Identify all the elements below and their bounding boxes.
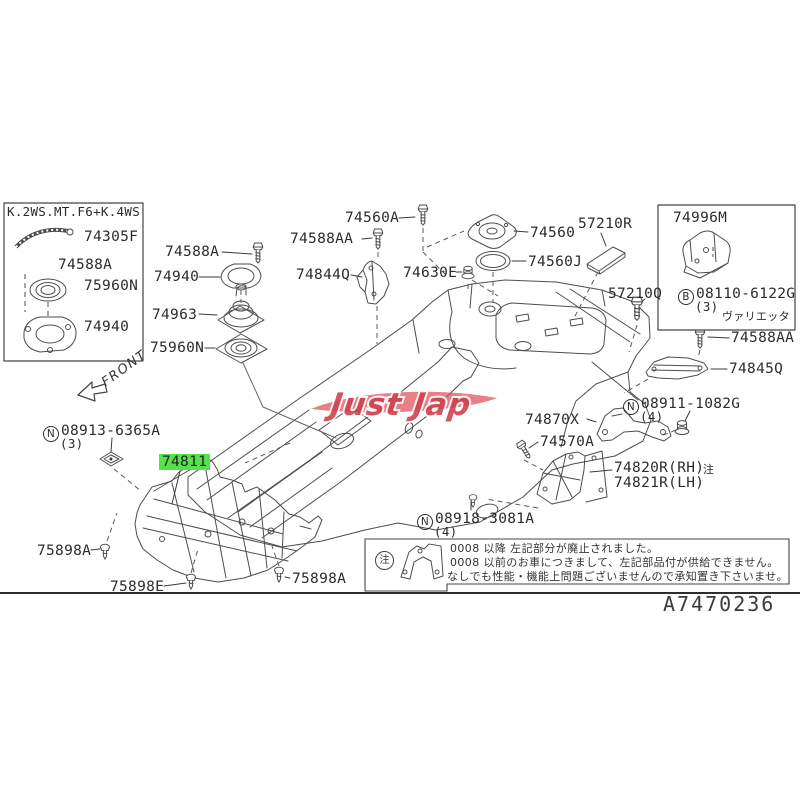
part-label-74940: 74940	[154, 269, 200, 285]
qty-label-08913: (3)	[60, 436, 84, 451]
part-label-74305f: 74305F	[84, 229, 139, 245]
screw-75898a-right-drawing	[274, 566, 284, 583]
part-label-75898a-left: 75898A	[37, 543, 92, 559]
floor-panel-drawing	[187, 279, 652, 548]
inset-box-k2ws-frame	[3, 202, 144, 362]
watermark-text: Just Jap	[322, 387, 473, 423]
screw-75898e-drawing	[186, 573, 196, 590]
part-label-74560: 74560	[530, 225, 576, 241]
note-text-line2: 0008 以前のお車につきまして、左記部品付が供給できません。	[450, 556, 779, 569]
bolt-74588aa-right-drawing	[694, 327, 706, 349]
part-label-74588aa-top: 74588AA	[290, 231, 354, 247]
circle-n-badge: N	[417, 514, 433, 530]
qty-label-08911: (4)	[640, 409, 664, 424]
part-label-57210q: 57210Q	[608, 286, 663, 302]
nut-08911-drawing	[674, 420, 690, 435]
part-label-74845q: 74845Q	[729, 361, 784, 377]
part-label-74820r: 74820R(RH)	[614, 460, 705, 476]
screw-08918-drawing	[468, 494, 478, 508]
part-label-74588a-box: 74588A	[58, 257, 113, 273]
part-label-74570a: 74570A	[540, 434, 595, 450]
part-label-74870x: 74870X	[525, 412, 580, 428]
part-label-74560a: 74560A	[345, 210, 400, 226]
part-sketches	[99, 214, 709, 505]
qty-label-08110: (3)	[695, 299, 719, 314]
note-mark-circle: 注	[375, 551, 394, 570]
part-label-74940-box: 74940	[84, 319, 130, 335]
circle-n-badge: N	[623, 399, 639, 415]
bolt-74588aa-top-drawing	[372, 228, 384, 250]
watermark-logo: Just Jap	[311, 385, 497, 425]
varietta-inset-box-frame	[657, 204, 796, 331]
part-label-74588a: 74588A	[165, 244, 220, 260]
screw-75898a-left-drawing	[100, 543, 110, 560]
part-label-74844q: 74844Q	[296, 267, 351, 283]
model-note-varietta: ヴァリエッタ	[722, 310, 790, 323]
part-label-75898a-right: 75898A	[292, 571, 347, 587]
bolt-74560a-drawing	[417, 204, 429, 226]
qty-label-08918: (4)	[434, 524, 458, 539]
part-label-74963: 74963	[152, 307, 198, 323]
bolt-74570a-drawing	[515, 439, 534, 461]
part-label-74996m: 74996M	[673, 210, 728, 226]
part-label-75960n: 75960N	[150, 340, 205, 356]
part-label-74560j: 74560J	[528, 254, 583, 270]
inset-box-title: K.2WS.MT.F6+K.4WS	[7, 204, 141, 219]
under-cover-74811-drawing	[134, 456, 323, 583]
note-text-line1: 0008 以降 左記部分が廃止されました。	[450, 542, 659, 555]
part-label-74811-highlighted: 74811	[159, 454, 211, 470]
circle-n-badge: N	[43, 426, 59, 442]
diagram-code: A7470236	[663, 592, 776, 616]
part-label-74630e: 74630E	[403, 265, 458, 281]
clip-74630e-drawing	[461, 265, 475, 280]
circle-b-badge: B	[678, 289, 694, 305]
note-text-line3: なしでも性能・機能上問題ございませんので承知置き下さいませ。	[447, 570, 789, 583]
part-label-75898e: 75898E	[110, 579, 165, 595]
part-label-74588aa-right: 74588AA	[731, 330, 795, 346]
bolt-74588a-drawing	[252, 242, 264, 264]
front-arrow-icon	[77, 381, 108, 402]
note-box-frame	[364, 538, 790, 592]
assembly-dashed-lines	[106, 228, 701, 574]
part-label-75960n-box: 75960N	[84, 278, 139, 294]
note-mark-right: 注	[703, 463, 715, 476]
part-label-57210r: 57210R	[578, 216, 633, 232]
part-label-74821r: 74821R(LH)	[614, 475, 705, 491]
